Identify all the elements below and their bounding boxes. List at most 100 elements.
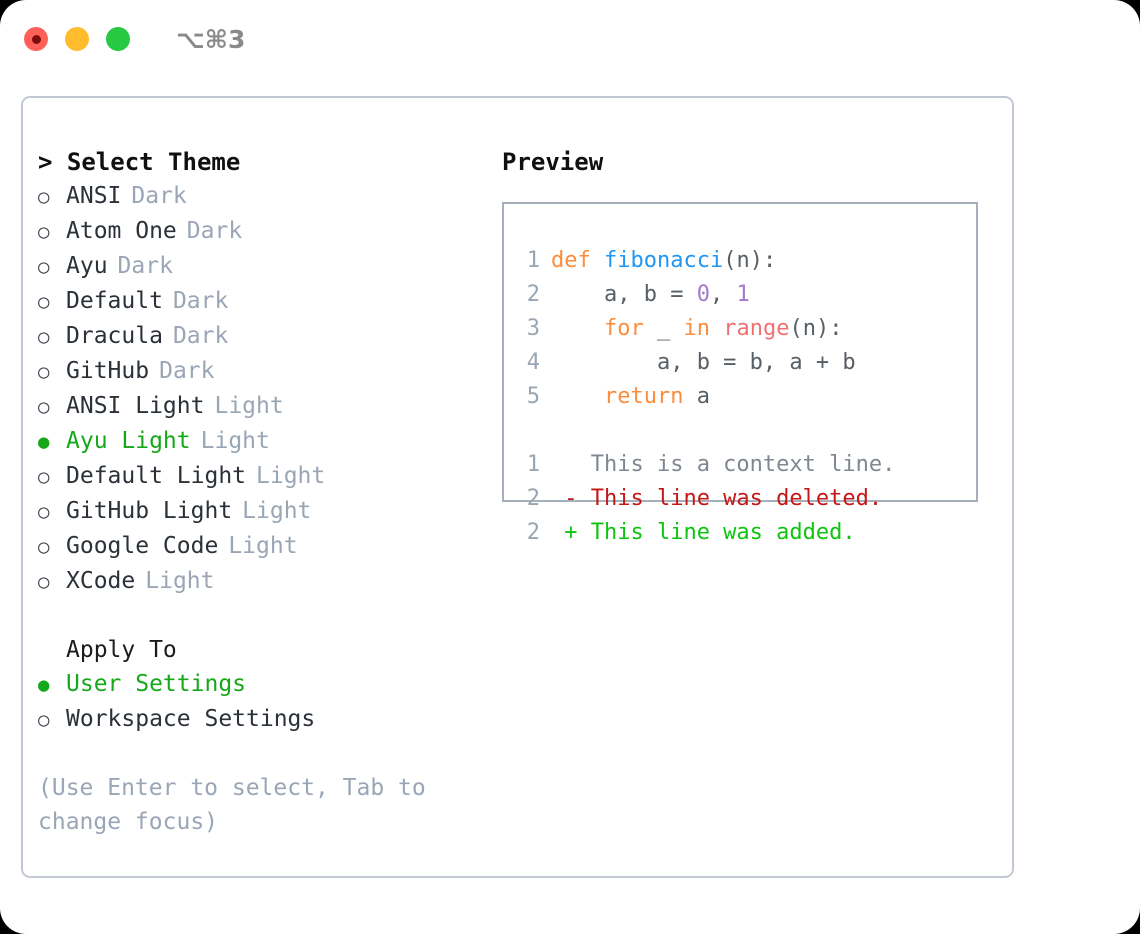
- theme-option-10[interactable]: ○ Google Code Light: [38, 529, 488, 564]
- theme-option-7[interactable]: ● Ayu Light Light: [38, 424, 488, 459]
- code-line-number: 2: [526, 282, 540, 307]
- theme-option-label: Atom One: [66, 218, 177, 244]
- code-token-punc: (n):: [789, 316, 843, 341]
- code-token-id: ,: [709, 282, 737, 307]
- theme-variant-tag: Light: [256, 463, 326, 489]
- radio-unselected-icon: ○: [38, 396, 50, 418]
- theme-option-label: Ayu: [66, 253, 108, 279]
- theme-variant-tag: Light: [200, 428, 270, 454]
- theme-option-label: Google Code: [66, 533, 219, 559]
- theme-option-label: Ayu Light: [66, 428, 191, 454]
- diff-line: 2 + This line was added.: [518, 516, 976, 550]
- code-line: 4 a, b = b, a + b: [518, 346, 976, 380]
- code-token-id: a, b = b, a + b: [551, 350, 856, 375]
- apply-to-option-0[interactable]: ●User Settings: [38, 667, 488, 702]
- close-window-inner-dot: [31, 34, 41, 44]
- window-shortcut-label: ⌥⌘3: [176, 24, 246, 54]
- maximize-window-icon[interactable]: [106, 27, 130, 51]
- code-token-id: a: [683, 384, 710, 409]
- select-theme-heading: > Select Theme: [38, 148, 241, 176]
- preview-heading: Preview: [502, 148, 604, 176]
- theme-variant-tag: Light: [228, 533, 298, 559]
- theme-variant-tag: Dark: [117, 253, 173, 279]
- code-line-number: 1: [526, 248, 540, 273]
- theme-option-label: GitHub: [66, 358, 150, 384]
- radio-unselected-icon: ○: [38, 536, 50, 558]
- code-line: 1 def fibonacci(n):: [518, 244, 976, 278]
- code-token-num: 0: [696, 282, 710, 307]
- minimize-window-icon[interactable]: [65, 27, 89, 51]
- theme-option-3[interactable]: ○ Default Dark: [38, 284, 488, 319]
- theme-option-label: XCode: [66, 568, 136, 594]
- radio-unselected-icon: ○: [38, 361, 50, 383]
- title-bar: ⌥⌘3: [0, 0, 1140, 78]
- code-token-bi: range: [723, 316, 790, 341]
- apply-to-option-label: Workspace Settings: [66, 706, 316, 732]
- theme-option-label: Default: [66, 288, 163, 314]
- theme-variant-tag: Dark: [172, 323, 229, 349]
- diff-line-number: 1: [526, 452, 540, 477]
- apply-to-list: ●User Settings ○ Workspace Settings: [38, 667, 488, 737]
- diff-line-number: 2: [526, 486, 540, 511]
- theme-option-label: Default Light: [66, 463, 247, 489]
- code-line: 3 for _ in range(n):: [518, 312, 976, 346]
- radio-unselected-icon: ○: [38, 571, 50, 593]
- theme-variant-tag: Dark: [172, 288, 229, 314]
- radio-selected-icon: ●: [38, 431, 50, 453]
- code-line-number: 3: [526, 316, 540, 341]
- radio-unselected-icon: ○: [38, 291, 50, 313]
- code-token-id: [710, 316, 723, 341]
- theme-option-0[interactable]: ○ ANSI Dark: [38, 179, 488, 214]
- theme-variant-tag: Light: [214, 393, 284, 419]
- diff-line: 1 This is a context line.: [518, 448, 976, 482]
- theme-option-8[interactable]: ○ Default Light Light: [38, 459, 488, 494]
- code-token-kw: in: [683, 316, 710, 341]
- theme-variant-tag: Dark: [131, 183, 187, 209]
- radio-unselected-icon: ○: [38, 186, 50, 208]
- code-token-id: a, b =: [551, 282, 697, 307]
- radio-unselected-icon: ○: [38, 709, 50, 731]
- theme-option-label: ANSI: [66, 183, 122, 209]
- code-token-kw: return: [551, 384, 684, 409]
- radio-unselected-icon: ○: [38, 466, 50, 488]
- diff-line-text-del: - This line was deleted.: [551, 486, 883, 511]
- theme-variant-tag: Dark: [159, 358, 215, 384]
- code-token-fn: fibonacci: [603, 248, 724, 273]
- theme-option-1[interactable]: ○ Atom One Dark: [38, 214, 488, 249]
- code-token-kw: def: [551, 248, 604, 273]
- radio-selected-icon: ●: [38, 674, 50, 696]
- theme-variant-tag: Light: [145, 568, 215, 594]
- close-window-icon[interactable]: [24, 27, 48, 51]
- theme-option-5[interactable]: ○ GitHub Dark: [38, 354, 488, 389]
- code-token-punc: (n):: [723, 248, 777, 273]
- theme-option-11[interactable]: ○ XCode Light: [38, 564, 488, 599]
- help-text: (Use Enter to select, Tab to change focu…: [38, 775, 426, 835]
- code-line: 2 a, b = 0, 1: [518, 278, 976, 312]
- apply-to-heading: Apply To: [66, 637, 177, 663]
- code-line-number: 4: [526, 350, 540, 375]
- preview-spacer: [518, 414, 976, 448]
- theme-variant-tag: Dark: [186, 218, 243, 244]
- diff-line: 2 - This line was deleted.: [518, 482, 976, 516]
- theme-option-label: GitHub Light: [66, 498, 233, 524]
- diff-line-text-add: + This line was added.: [551, 520, 856, 545]
- radio-unselected-icon: ○: [38, 221, 50, 243]
- code-line-number: 5: [526, 384, 540, 409]
- code-token-kw: for: [551, 316, 644, 341]
- radio-unselected-icon: ○: [38, 501, 50, 523]
- apply-to-option-1[interactable]: ○ Workspace Settings: [38, 702, 488, 737]
- apply-to-section: Apply To ●User Settings ○ Workspace Settin…: [38, 633, 488, 737]
- diff-sample: 1 This is a context line.2 - This line w…: [518, 448, 976, 550]
- radio-unselected-icon: ○: [38, 326, 50, 348]
